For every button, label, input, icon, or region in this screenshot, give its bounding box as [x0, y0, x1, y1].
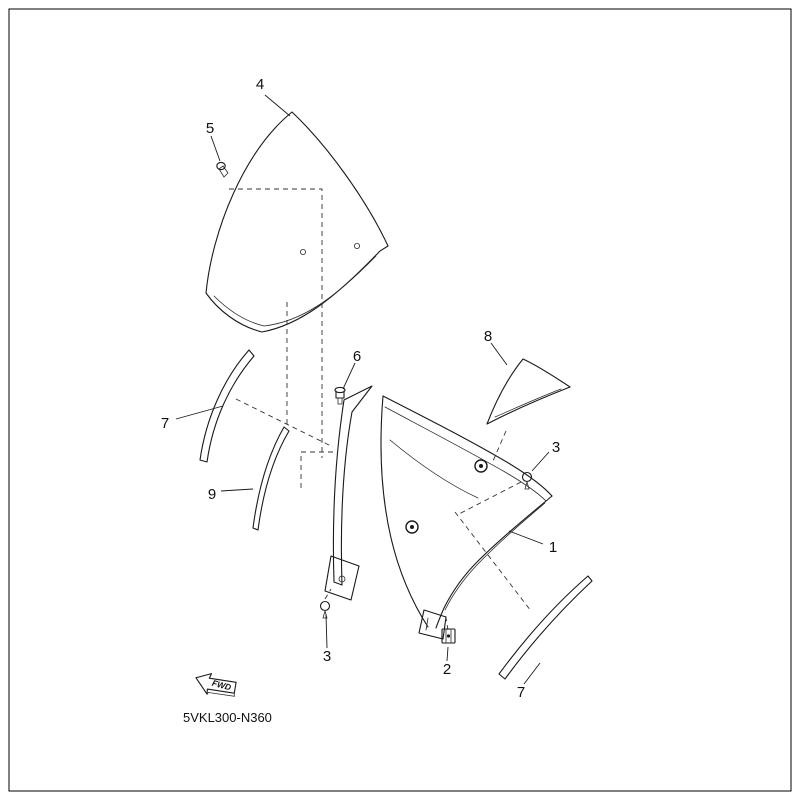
part-5-screw: [216, 161, 229, 178]
part-label-5: 5: [206, 120, 214, 137]
part-label-2: 2: [443, 661, 451, 678]
fwd-arrow: FWD: [195, 673, 237, 697]
alignment-dashes: [229, 188, 532, 631]
part-label-8: 8: [484, 328, 492, 345]
part-label-3-bottom: 3: [323, 648, 331, 665]
part-3-screw-right: [521, 471, 533, 490]
part-label-9: 9: [208, 486, 216, 503]
part-7-right-strip: [498, 575, 593, 680]
diagram-code: 5VKL300-N360: [183, 710, 272, 725]
part-label-7-left: 7: [161, 415, 169, 432]
part-4-windshield: [205, 111, 389, 333]
part-7-left-strip: [199, 349, 255, 463]
part-label-4: 4: [256, 76, 264, 93]
fwd-label: FWD: [211, 678, 232, 693]
part-label-1: 1: [549, 539, 557, 556]
part-3-screw-bottom: [319, 600, 331, 619]
page-border: [8, 8, 792, 792]
part-1-cowl: [380, 395, 553, 640]
part-label-6: 6: [353, 348, 361, 365]
leader-lines: [175, 94, 550, 685]
part-label-3-right: 3: [552, 439, 560, 456]
part-label-7-right: 7: [517, 684, 525, 701]
part-2-clip: [441, 628, 456, 644]
part-9-strip: [252, 426, 290, 531]
part-windshield-stay: [324, 385, 373, 601]
part-8-panel: [486, 358, 571, 425]
part-6-bolt: [334, 386, 346, 405]
